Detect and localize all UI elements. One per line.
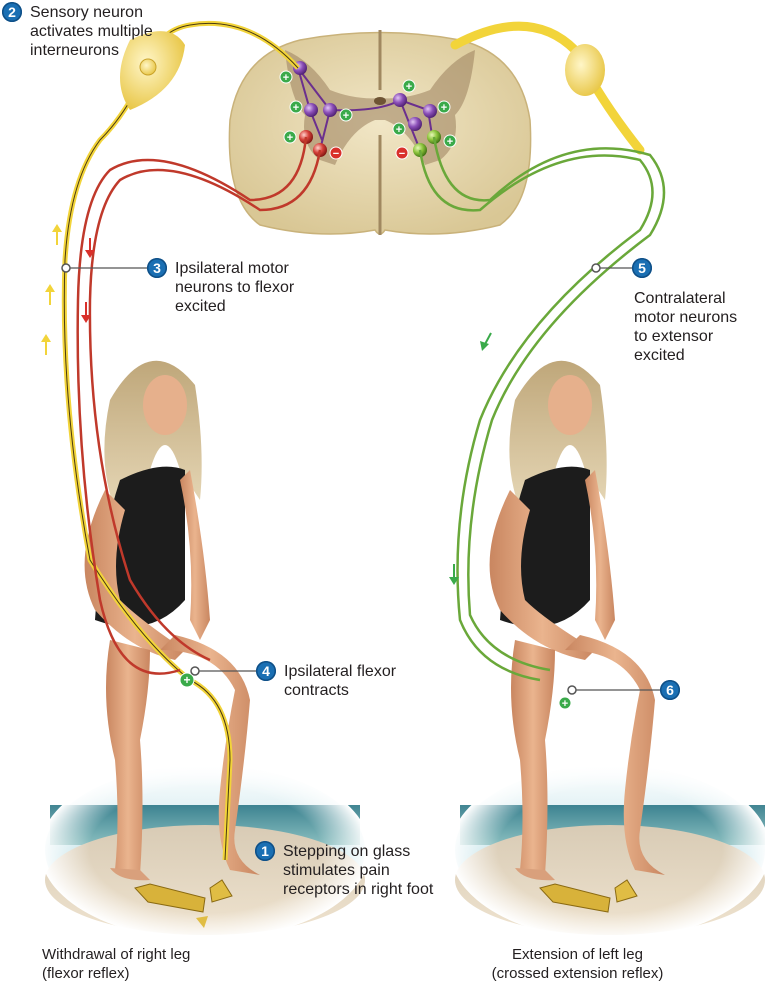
sensory-neuron-right — [450, 21, 645, 155]
excitatory-plus-icon: + — [558, 696, 572, 710]
svg-text:+: + — [343, 110, 349, 122]
step-1-badge: 1 — [255, 841, 275, 861]
red-down-arrow-icon — [85, 238, 95, 258]
excitatory-plus-icon: + — [402, 79, 416, 93]
interneurons — [293, 61, 437, 131]
svg-text:+: + — [293, 102, 299, 114]
svg-text:+: + — [396, 124, 402, 136]
sensory-ganglion-icon — [139, 58, 157, 76]
step-2-badge: 2 — [2, 2, 22, 22]
yellow-up-arrow-icon — [41, 334, 51, 355]
step-5-badge: 5 — [632, 258, 652, 278]
svg-text:+: + — [441, 102, 447, 114]
svg-text:+: + — [287, 132, 293, 144]
figure-right-extension — [489, 360, 665, 881]
inhibitory-minus-icon: − — [395, 146, 409, 160]
step-5-label: Contralateral motor neurons to extensor … — [634, 290, 738, 364]
svg-text:+: + — [183, 673, 190, 687]
interneuron-icon — [423, 104, 437, 118]
svg-text:+: + — [283, 72, 289, 84]
interneuron-icon — [408, 117, 422, 131]
red-down-arrow-icon — [81, 302, 91, 323]
excitatory-plus-icon: + — [289, 100, 303, 114]
synapse-signs: + + + + − + + + + − — [279, 70, 457, 160]
beach-scene-right — [450, 760, 770, 940]
excitatory-plus-icon: + — [437, 100, 451, 114]
signal-arrows — [41, 224, 492, 585]
broken-glass-bottle-left — [134, 879, 233, 928]
inhibitory-minus-icon: − — [329, 146, 343, 160]
svg-text:+: + — [406, 81, 412, 93]
broken-glass-bottle-right — [539, 879, 638, 913]
muscle-sites: + + — [179, 672, 572, 710]
yellow-up-arrow-icon — [52, 224, 62, 245]
svg-text:+: + — [562, 698, 568, 710]
step-3-label: Ipsilateral motor neurons to flexor exci… — [175, 260, 295, 315]
excitatory-plus-icon: + — [279, 70, 293, 84]
sensory-ganglion-icon — [565, 44, 605, 96]
interneuron-icon — [304, 103, 318, 117]
yellow-up-arrow-icon — [45, 284, 55, 305]
excitatory-plus-icon: + — [179, 672, 195, 688]
excitatory-plus-icon: + — [443, 134, 457, 148]
step-2-label: Sensory neuron activates multiple intern… — [30, 4, 153, 59]
flexor-motor-neuron-paths — [76, 136, 322, 675]
excitatory-plus-icon: + — [392, 122, 406, 136]
svg-text:−: − — [399, 148, 405, 160]
green-down-arrow-icon — [480, 332, 492, 351]
caption-right: Extension of left leg (crossed extension… — [491, 946, 664, 982]
step-4-label: Ipsilateral flexor contracts — [284, 663, 397, 699]
excitatory-plus-icon: + — [339, 108, 353, 122]
interneuron-icon — [393, 93, 407, 107]
interneuron-icon — [323, 103, 337, 117]
caption-left: Withdrawal of right leg (flexor reflex) — [42, 946, 191, 982]
leader-lines — [61, 263, 660, 695]
svg-text:+: + — [447, 136, 453, 148]
step-1-label: Stepping on glass stimulates pain recept… — [283, 843, 434, 898]
sensory-neuron-left — [61, 20, 300, 861]
green-down-arrow-icon — [449, 564, 459, 585]
excitatory-plus-icon: + — [283, 130, 297, 144]
figure-left-withdrawal — [84, 360, 260, 881]
step-6-badge: 6 — [660, 680, 680, 700]
step-4-badge: 4 — [256, 661, 276, 681]
svg-text:−: − — [333, 148, 339, 160]
step-3-badge: 3 — [147, 258, 167, 278]
